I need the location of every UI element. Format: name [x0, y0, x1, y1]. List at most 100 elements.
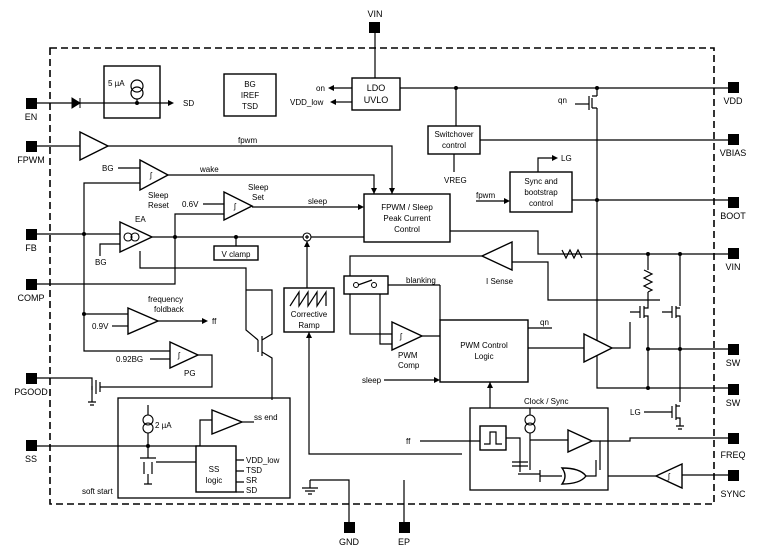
bias-block: BG IREF TSD: [223, 73, 277, 117]
pin-label: FREQ: [720, 450, 745, 460]
wake-label: wake: [199, 165, 219, 174]
svg-text:ʃ: ʃ: [177, 351, 181, 360]
fpwm-line-label: fpwm: [238, 136, 257, 145]
svg-text:Peak Current: Peak Current: [383, 214, 431, 223]
svg-text:Set: Set: [252, 193, 265, 202]
fpwm-boot-label: fpwm: [476, 191, 495, 200]
pin-label: VIN: [367, 9, 382, 19]
switchover-control-block: Switchover control: [427, 125, 481, 155]
bg-ea-label: BG: [95, 258, 107, 267]
pin-fb: FB: [25, 229, 37, 253]
pin-label: EP: [398, 537, 410, 547]
sleep-pwm-label: sleep: [362, 376, 382, 385]
pin-sync: SYNC: [720, 470, 746, 499]
pin-ep: EP: [398, 522, 410, 547]
svg-text:bootstrap: bootstrap: [524, 188, 558, 197]
svg-text:Reset: Reset: [148, 201, 170, 210]
current-source-2ua: 2 µA: [142, 414, 172, 434]
pin-label: GND: [339, 537, 360, 547]
clock-sync-section: [469, 407, 609, 491]
svg-text:Switchover: Switchover: [434, 130, 473, 139]
current-source-5ua: 5 µA: [103, 65, 161, 119]
v06-label: 0.6V: [182, 200, 199, 209]
pin-label: PGOOD: [14, 387, 48, 397]
ss-vdd-low-label: VDD_low: [246, 456, 280, 465]
svg-text:Logic: Logic: [474, 352, 493, 361]
ldo-uvlo-block: LDO UVLO: [351, 77, 401, 111]
svg-text:foldback: foldback: [154, 305, 185, 314]
svg-text:IREF: IREF: [241, 91, 259, 100]
pin-pgood: PGOOD: [14, 373, 48, 397]
pin-fpwm: FPWM: [17, 141, 45, 165]
vdd-low-label: VDD_low: [290, 98, 324, 107]
corrective-ramp-block: Corrective Ramp: [283, 287, 335, 333]
vreg-label: VREG: [444, 176, 467, 185]
svg-text:FPWM / Sleep: FPWM / Sleep: [381, 203, 433, 212]
v-clamp-block: V clamp: [213, 245, 259, 261]
ss-sr-label: SR: [246, 476, 257, 485]
pin-label: VBIAS: [720, 148, 747, 158]
soft-start-label: soft start: [82, 487, 113, 496]
svg-text:Sync and: Sync and: [524, 177, 557, 186]
pin-label: SS: [25, 454, 37, 464]
fpwm-sleep-control-block: FPWM / Sleep Peak Current Control: [363, 193, 451, 243]
error-amplifier: EA: [119, 215, 154, 254]
pin-vin-right: VIN: [725, 248, 741, 272]
ic-boundary: [49, 47, 715, 505]
pin-freq: FREQ: [720, 433, 746, 460]
pin-label: SYNC: [720, 489, 746, 499]
pin-comp: COMP: [18, 279, 45, 303]
blanking-label: blanking: [406, 276, 436, 285]
svg-text:2 µA: 2 µA: [155, 421, 172, 430]
sleep-line-label: sleep: [308, 197, 328, 206]
pin-label: EN: [25, 112, 38, 122]
pin-ss: SS: [25, 440, 37, 464]
svg-text:I Sense: I Sense: [486, 277, 514, 286]
blanking-switch: [343, 275, 389, 295]
pin-label: FPWM: [17, 155, 45, 165]
pin-label: VDD: [723, 96, 743, 106]
svg-text:LDO: LDO: [367, 83, 386, 93]
qn-pwm-label: qn: [540, 318, 549, 327]
svg-text:Ramp: Ramp: [298, 321, 320, 330]
svg-text:frequency: frequency: [148, 295, 183, 304]
svg-text:V clamp: V clamp: [222, 250, 251, 259]
svg-text:Control: Control: [394, 225, 420, 234]
pin-label: COMP: [18, 293, 45, 303]
soft-start-section: [117, 397, 291, 499]
pin-label: VIN: [725, 262, 740, 272]
pin-vdd: VDD: [723, 82, 743, 106]
on-label: on: [316, 84, 325, 93]
pin-label: FB: [25, 243, 37, 253]
v09-label: 0.9V: [92, 322, 109, 331]
svg-text:Corrective: Corrective: [291, 310, 328, 319]
svg-text:Sleep: Sleep: [148, 191, 169, 200]
pwm-control-logic-block: PWM Control Logic: [439, 319, 529, 383]
svg-text:ʃ: ʃ: [149, 171, 153, 180]
sleep-set-comparator: ʃ Sleep Set: [223, 183, 269, 222]
ss-logic-block: SS logic: [195, 445, 237, 493]
lg-top-label: LG: [561, 154, 572, 163]
svg-text:Sleep: Sleep: [248, 183, 269, 192]
ff-clock-label: ff: [406, 437, 411, 446]
pin-vbias: VBIAS: [720, 134, 747, 158]
svg-text:SS: SS: [209, 465, 220, 474]
ff-out-label: ff: [212, 317, 217, 326]
sync-bootstrap-block: Sync and bootstrap control: [509, 171, 573, 213]
svg-text:PG: PG: [184, 369, 196, 378]
current-sense-amplifier: I Sense: [480, 240, 514, 286]
svg-text:Comp: Comp: [398, 361, 420, 370]
pwm-comparator: ʃ PWM Comp: [391, 320, 424, 370]
svg-text:control: control: [442, 141, 466, 150]
svg-text:PWM: PWM: [398, 351, 418, 360]
svg-text:BG: BG: [244, 80, 256, 89]
svg-text:5 µA: 5 µA: [108, 79, 125, 88]
pin-sw-1: SW: [726, 344, 741, 368]
svg-text:UVLO: UVLO: [364, 95, 389, 105]
pin-vin-top: VIN: [367, 9, 383, 33]
pin-label: SW: [726, 398, 741, 408]
qn-top-label: qn: [558, 96, 567, 105]
pin-gnd: GND: [339, 522, 360, 547]
sleep-reset-comparator: ʃ Sleep Reset: [139, 158, 170, 210]
